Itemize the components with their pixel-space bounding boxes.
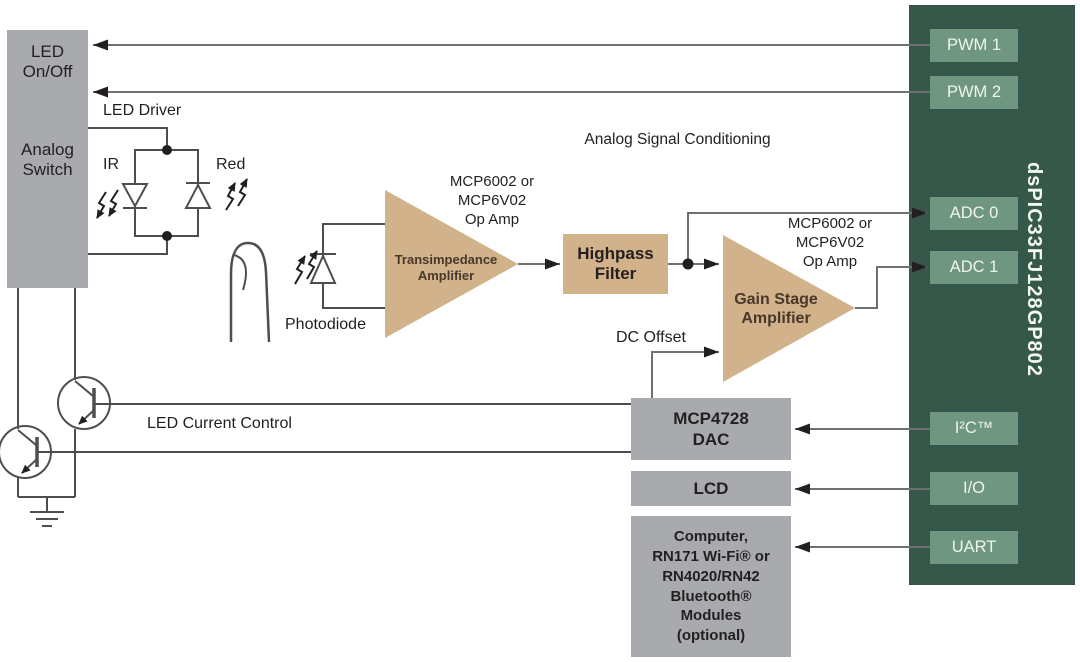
dac-block: MCP4728 DAC: [631, 398, 791, 460]
red-emission-arrows-icon: [225, 178, 248, 211]
analog-switch-label: Analog Switch: [21, 140, 74, 180]
transimpedance-amp-label: Transimpedance Amplifier: [394, 252, 498, 283]
red-label: Red: [216, 156, 246, 173]
opamp2-label: MCP6002 or MCP6V02 Op Amp: [787, 215, 873, 271]
photodiode-label: Photodiode: [285, 316, 366, 333]
adc0-wire: [687, 207, 927, 264]
ir-label: IR: [103, 156, 119, 173]
port-pwm2: PWM 2: [930, 76, 1018, 109]
port-adc0: ADC 0: [930, 197, 1018, 230]
port-uart: UART: [930, 531, 1018, 564]
port-io: I/O: [930, 472, 1018, 505]
analog-signal-conditioning-label: Analog Signal Conditioning: [584, 131, 771, 148]
led-return-wire: [88, 236, 168, 255]
dc-offset-wire: [651, 346, 719, 398]
dc-offset-label: DC Offset: [616, 329, 686, 346]
photodiode-circuit: [322, 223, 385, 309]
led-driver-wire: [88, 127, 168, 150]
light-arrows-icon: [294, 250, 318, 285]
highpass-filter-block: Highpass Filter: [563, 234, 668, 294]
gain-stage-amp-triangle: [723, 235, 855, 382]
port-i2c: I²C™: [930, 412, 1018, 445]
mcu-name: dsPIC33FJ128GP802: [1023, 162, 1045, 377]
finger-icon: [229, 241, 271, 343]
port-pwm1: PWM 1: [930, 29, 1018, 62]
lcd-block: LCD: [631, 471, 791, 506]
port-adc1: ADC 1: [930, 251, 1018, 284]
led-onoff-label: LED On/Off: [22, 42, 73, 82]
ground-icon: [30, 497, 64, 527]
junction-dots: [162, 145, 694, 270]
gain-stage-amp-label: Gain Stage Amplifier: [734, 291, 818, 328]
computer-modules-block: Computer, RN171 Wi-Fi® or RN4020/RN42 Bl…: [631, 516, 791, 657]
opamp1-label: MCP6002 or MCP6V02 Op Amp: [449, 173, 535, 229]
ir-led-icon: [121, 183, 149, 209]
ir-emission-arrows-icon: [96, 189, 119, 219]
analog-switch-block: [7, 30, 88, 288]
transimpedance-amp-triangle: [385, 190, 518, 338]
led-current-control-label: LED Current Control: [147, 415, 292, 432]
adc1-wire: [855, 261, 927, 309]
led-driver-label: LED Driver: [103, 102, 182, 119]
red-led-icon: [184, 182, 212, 209]
transistor-circuit: [0, 288, 631, 498]
led-loop: [134, 149, 199, 237]
signal-wires: [93, 39, 930, 553]
